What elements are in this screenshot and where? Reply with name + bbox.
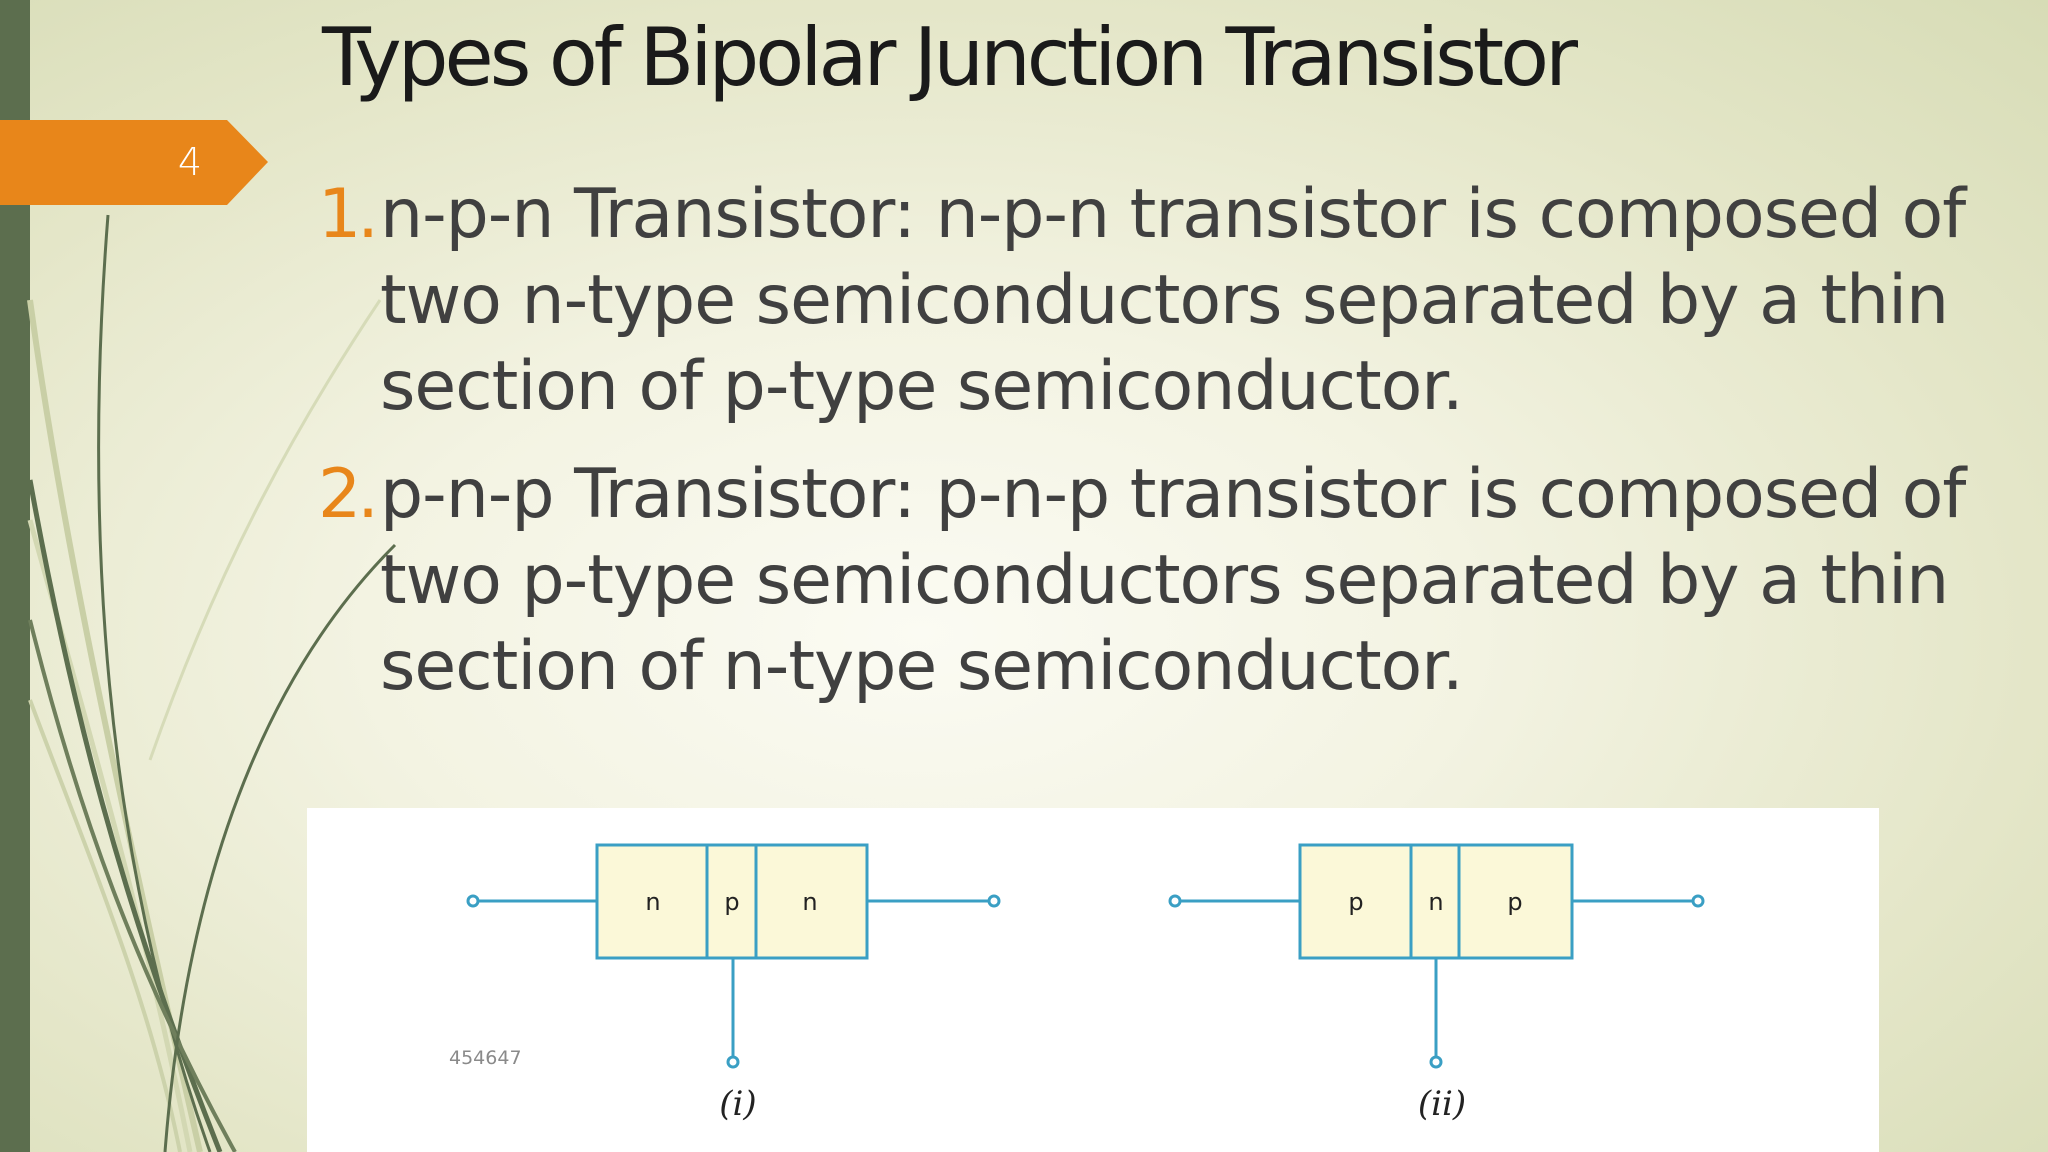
npn-left-region-label: n: [645, 888, 660, 916]
transistor-types-list: 1. n-p-n Transistor: n-p-n transistor is…: [318, 172, 2018, 732]
pnp-caption: (ii): [1418, 1084, 1466, 1124]
decorative-leaf-strokes: [27, 214, 397, 1152]
pnp-right-region-label: p: [1507, 888, 1522, 916]
slide-title: Types of Bipolar Junction Transistor: [322, 11, 1578, 104]
slide-number-badge: [0, 120, 268, 205]
list-item-npn: 1. n-p-n Transistor: n-p-n transistor is…: [318, 172, 2018, 430]
transistor-diagram-image: n p n (i) p n p (ii): [307, 808, 1879, 1152]
image-watermark: 454647: [449, 1047, 522, 1069]
npn-right-region-label: n: [802, 888, 817, 916]
npn-diagram: n p n (i): [466, 843, 1001, 1124]
npn-caption: (i): [719, 1084, 756, 1124]
list-item-text: n-p-n Transistor: n-p-n transistor is co…: [380, 175, 1966, 426]
slide-number: 4: [177, 140, 203, 184]
list-item-pnp: 2. p-n-p Transistor: p-n-p transistor is…: [318, 452, 2018, 710]
list-item-text: p-n-p Transistor: p-n-p transistor is co…: [380, 455, 1966, 706]
pnp-diagram: p n p (ii): [1168, 843, 1705, 1124]
list-number-2: 2.: [318, 455, 379, 534]
npn-middle-region-label: p: [724, 888, 739, 916]
pnp-left-region-label: p: [1348, 888, 1363, 916]
list-number-1: 1.: [318, 175, 379, 254]
pnp-middle-region-label: n: [1428, 888, 1443, 916]
